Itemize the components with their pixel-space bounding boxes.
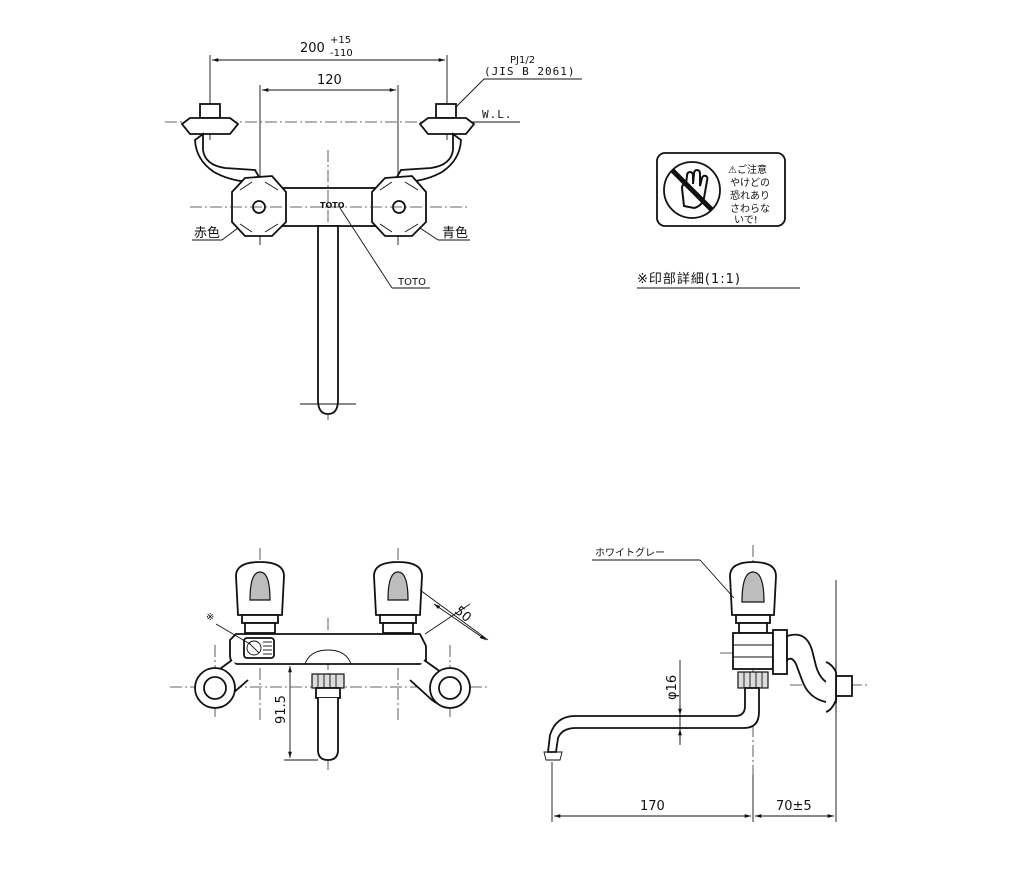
brand-label: TOTO <box>397 277 426 288</box>
dim-tol-plus: +15 <box>330 35 351 46</box>
dim-height-text: 91.5 <box>274 695 289 724</box>
cold-handle-front <box>373 561 423 634</box>
brand-mark: TOTO <box>320 201 345 210</box>
caution-line1: やけどの <box>730 177 770 189</box>
right-wall-connector <box>392 103 476 183</box>
caution-line2: 恐れあり <box>730 190 770 202</box>
handle-color-label: ホワイトグレー <box>595 546 665 559</box>
dim-width-text: 200 <box>300 41 325 56</box>
side-view: φ16 ホワイトグレー 170 70±5 <box>543 545 870 822</box>
dim-diag-text: 50 <box>451 604 473 626</box>
thread-label: PJ1/2 <box>510 55 535 66</box>
front-view: ※ 91.5 50 <box>170 548 490 770</box>
wl-label: W.L. <box>482 108 513 121</box>
spout-side <box>546 687 760 753</box>
dim-projection-text: 70±5 <box>776 799 812 814</box>
dim-diameter-text: φ16 <box>665 675 680 700</box>
caution-label: ⚠ご注意 やけどの 恐れあり さわらな いで! ※印部詳細(1:1) <box>637 152 800 289</box>
top-view: 200 +15 -110 120 PJ1/2 (JIS B 2061) W.L.… <box>165 35 582 420</box>
hot-handle-front <box>235 561 285 634</box>
spout-top <box>317 225 339 415</box>
caution-caption: ※印部詳細(1:1) <box>637 271 741 287</box>
thread-std: (JIS B 2061) <box>484 65 575 78</box>
dim-spout-text: 170 <box>640 799 665 814</box>
hot-label: 赤色 <box>194 225 220 241</box>
hot-handle-top <box>231 175 287 237</box>
dim-line-50 <box>433 603 487 641</box>
left-wall-connector <box>180 103 264 183</box>
cold-handle-top <box>371 175 427 237</box>
caution-line3: さわらな <box>730 203 770 215</box>
hand-icon <box>680 168 709 210</box>
dim-pitch-text: 120 <box>317 73 342 88</box>
dim-tol-minus: -110 <box>330 48 353 59</box>
mark-label: ※ <box>206 612 214 623</box>
caution-line4: いで! <box>734 215 758 226</box>
caution-title: ⚠ご注意 <box>728 163 767 176</box>
cold-label: 青色 <box>442 225 468 241</box>
